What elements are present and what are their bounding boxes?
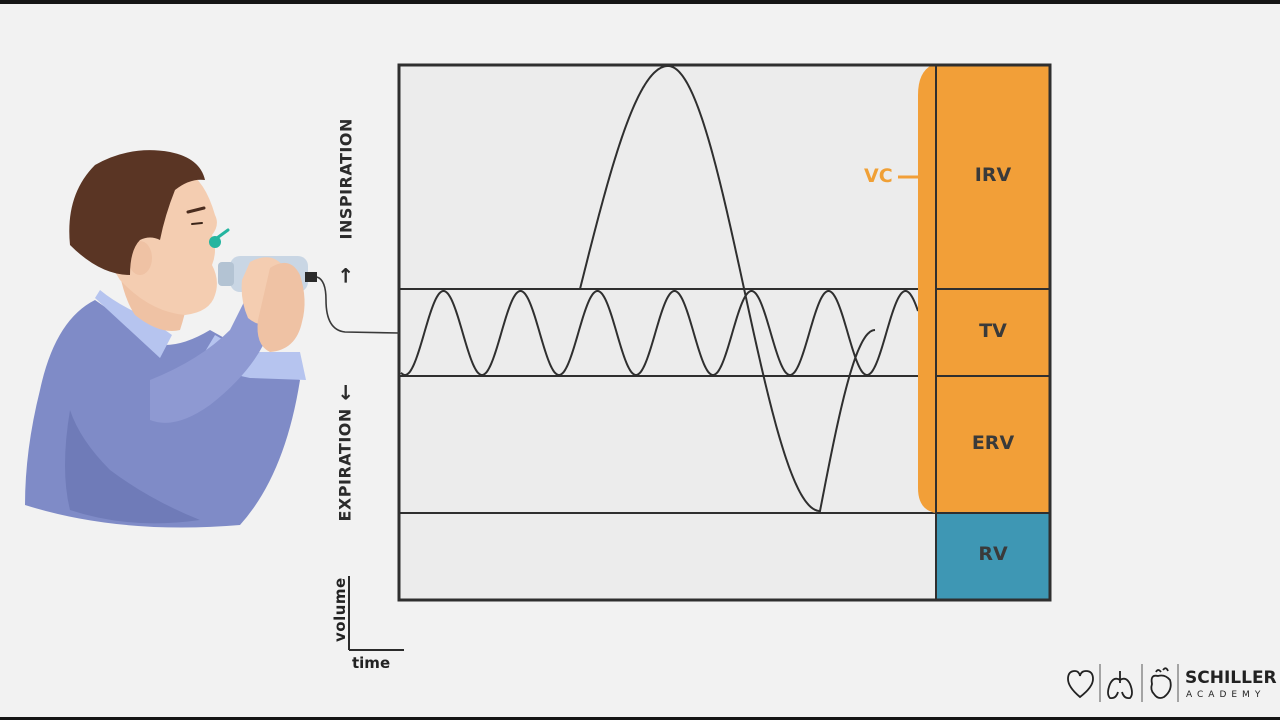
inspiration-label: INSPIRATION (336, 118, 356, 240)
eyebrow (186, 206, 206, 214)
vc-label: VC (864, 165, 893, 187)
rv-label: RV (978, 543, 1008, 565)
expiration-label: EXPIRATION (335, 408, 355, 522)
hair (69, 150, 206, 275)
heart-icon (1067, 670, 1094, 699)
nose-clip-arm (215, 228, 230, 240)
arm (150, 300, 270, 423)
patient-illustration (25, 150, 400, 528)
time-axis-label: time (352, 654, 391, 672)
lungs-icon (1107, 671, 1133, 700)
mouthpiece (218, 262, 234, 286)
plot-area (399, 65, 936, 600)
eye (191, 222, 203, 225)
expiration-arrow: ← (333, 383, 357, 401)
sensor-plug (305, 272, 317, 282)
vc-bracket (918, 65, 936, 513)
erv-block (936, 376, 1050, 513)
volume-axis-label: volume (331, 577, 349, 642)
erv-label: ERV (971, 432, 1015, 454)
ear (128, 241, 152, 275)
tv-label: TV (979, 320, 1007, 342)
vital-capacity-curve (579, 65, 876, 512)
anatomical-heart-icon (1150, 667, 1172, 699)
top-frame-bar (0, 0, 1280, 4)
tv-block (936, 289, 1050, 376)
brand-subtitle: ACADEMY (1186, 690, 1266, 700)
shirt-shadow (65, 410, 200, 524)
brand-name: SCHILLER (1185, 668, 1277, 688)
irv-label: IRV (974, 164, 1012, 186)
spirometer-cable (316, 276, 400, 334)
inspiration-arrow: → (333, 266, 357, 284)
bottom-frame-bar (0, 717, 1280, 720)
irv-block (936, 65, 1050, 289)
collar (95, 290, 172, 358)
rv-block (936, 513, 1050, 600)
tidal-breathing-curve (400, 290, 919, 377)
right-hand (257, 262, 305, 352)
